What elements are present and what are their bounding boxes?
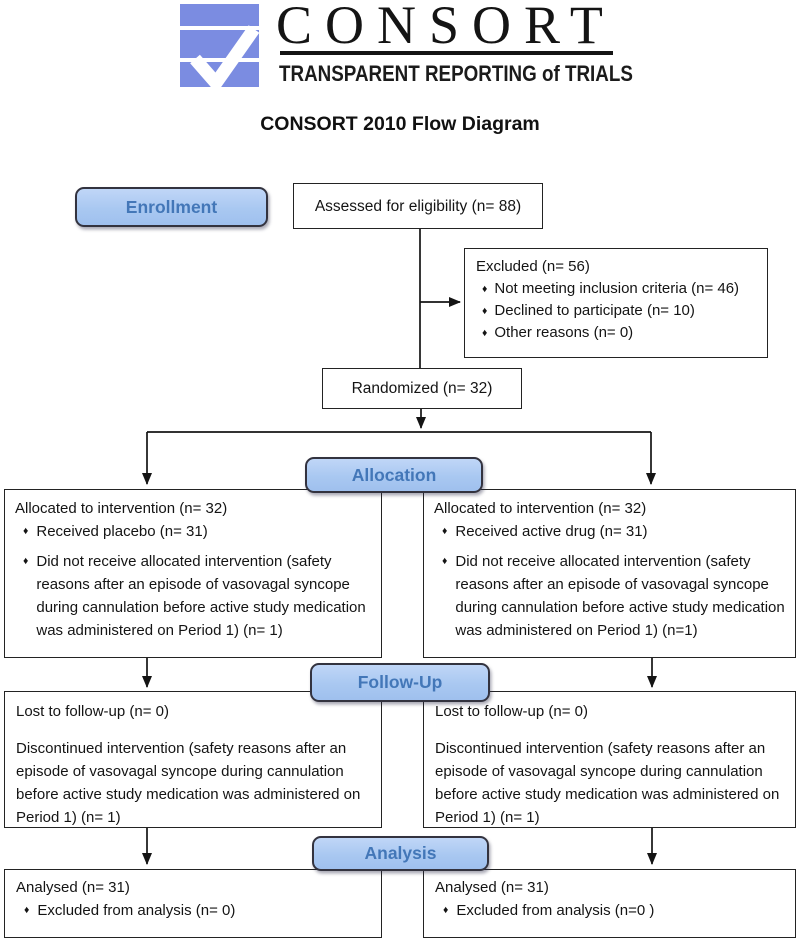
excluded-box: Excluded (n= 56) ♦ Not meeting inclusion… [464,248,768,358]
allocation-right-bullet: ♦ Did not receive allocated intervention… [434,550,791,642]
excluded-bullet: ♦ Declined to participate (n= 10) [476,300,765,322]
followup-right-line2: Discontinued intervention (safety reason… [435,740,780,826]
diamond-bullet-icon: ♦ [442,555,448,567]
analysis-left-bullet: ♦ Excluded from analysis (n= 0) [16,899,377,922]
diamond-bullet-icon: ♦ [443,904,449,916]
analysis-right-box: Analysed (n= 31) ♦ Excluded from analysi… [423,869,796,938]
brand-tagline: TRANSPARENT REPORTING of TRIALS [279,61,633,86]
page-title: CONSORT 2010 Flow Diagram [260,113,540,135]
brand-wordmark: CONSORT [276,0,616,55]
allocation-left-bullet: ♦ Did not receive allocated intervention… [15,550,377,642]
diamond-bullet-icon: ♦ [23,555,29,567]
followup-left-line1: Lost to follow-up (n= 0) [16,703,169,720]
excluded-bullet: ♦ Other reasons (n= 0) [476,322,765,344]
diamond-bullet-icon: ♦ [24,904,30,916]
diamond-bullet-icon: ♦ [482,327,488,339]
consort-logo-icon [180,4,260,89]
brand-underline [280,51,613,55]
analysis-left-box: Analysed (n= 31) ♦ Excluded from analysi… [4,869,382,938]
excluded-bullet: ♦ Not meeting inclusion criteria (n= 46) [476,278,765,300]
allocation-left-title: Allocated to intervention (n= 32) [15,500,228,517]
followup-right-line1: Lost to follow-up (n= 0) [435,703,588,720]
allocation-right-title: Allocated to intervention (n= 32) [434,500,647,517]
diamond-bullet-icon: ♦ [23,525,29,537]
followup-left-box: Lost to follow-up (n= 0) Discontinued in… [4,691,382,828]
diamond-bullet-icon: ♦ [482,305,488,317]
allocation-left-box: Allocated to intervention (n= 32) ♦ Rece… [4,489,382,658]
diamond-bullet-icon: ♦ [442,525,448,537]
logo-checkmark-icon [190,25,260,89]
analysis-left-title: Analysed (n= 31) [16,879,130,896]
analysis-right-title: Analysed (n= 31) [435,879,549,896]
analysis-right-bullet: ♦ Excluded from analysis (n=0 ) [435,899,791,922]
allocation-left-bullet: ♦ Received placebo (n= 31) [15,520,377,543]
diamond-bullet-icon: ♦ [482,283,488,295]
allocation-right-box: Allocated to intervention (n= 32) ♦ Rece… [423,489,796,658]
followup-left-line2: Discontinued intervention (safety reason… [16,740,361,826]
stage-label-enrollment: Enrollment [75,187,268,227]
logo-bar-top [180,4,259,26]
stage-label-allocation: Allocation [305,457,483,493]
stage-label-analysis: Analysis [312,836,489,871]
allocation-right-bullet: ♦ Received active drug (n= 31) [434,520,791,543]
excluded-title: Excluded (n= 56) [476,258,590,275]
assessed-box: Assessed for eligibility (n= 88) [293,183,543,229]
stage-label-followup: Follow-Up [310,663,490,702]
randomized-box: Randomized (n= 32) [322,368,522,409]
followup-right-box: Lost to follow-up (n= 0) Discontinued in… [423,691,796,828]
